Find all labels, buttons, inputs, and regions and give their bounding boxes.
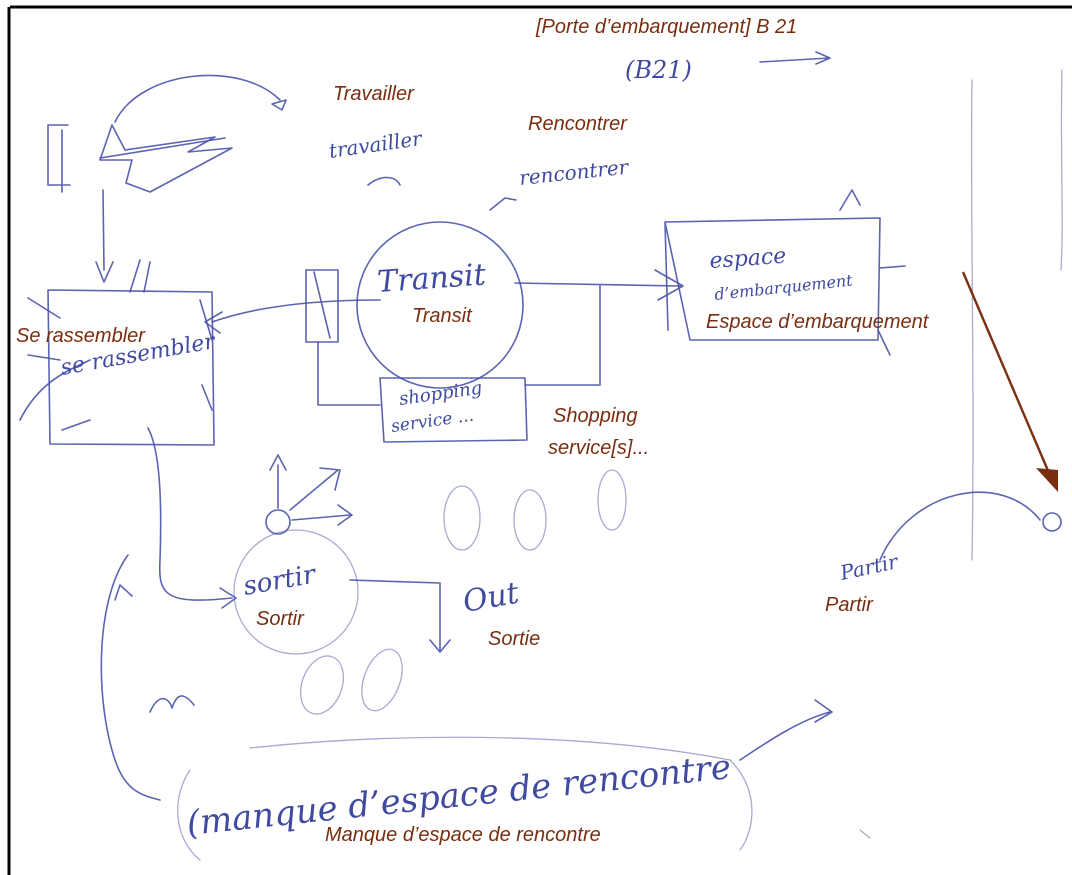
label-gather: Se rassembler [16,325,146,347]
hw-transit: Transit [376,257,488,300]
label-exit: Sortie [488,628,540,650]
hw-gate-code: (B21) [625,56,692,84]
label-exit-place: Sortir [256,608,305,630]
faint-oval-2 [513,489,547,551]
label-leave: Partir [825,594,874,616]
faint-right-line-1 [970,79,974,561]
door-rect [305,269,339,343]
squiggle-mark [149,695,195,713]
label-shopping-line2: service[s]... [548,437,649,459]
exit-node-icon [265,509,291,535]
transit-to-gather-arrow [204,299,381,334]
boarding-box [664,217,881,341]
exit-circle [233,529,359,655]
arc-arrow-top [114,74,281,123]
hw-boarding-line1: espace [709,244,787,274]
exit-to-out-arrow [349,579,451,653]
label-transit: Transit [412,305,473,327]
bottom-bracket [177,759,753,861]
label-lack: Manque d’espace de rencontre [325,824,601,846]
leave-arc-arrow [879,491,1041,561]
shopping-box [379,377,528,443]
hw-exit: Out [460,576,522,620]
brown-arrowhead [1036,468,1058,492]
hw-exit-place: sortir [241,559,319,601]
gather-box [47,289,215,446]
airplane-icon [47,124,233,193]
faint-right-line-2 [1060,69,1063,271]
hw-boarding-line2: d’embarquement [713,271,854,304]
boarding-to-leave-arrow [961,271,1054,481]
hw-leave: Partir [837,549,901,585]
faint-oval-3 [597,469,627,531]
hw-meet: rencontrer [518,155,631,190]
faint-oval-4 [299,655,345,715]
label-shopping-line1: Shopping [553,405,638,427]
hw-work: travailler [327,126,424,163]
label-gate: [Porte d’embarquement] B 21 [535,16,797,38]
plane-to-gather-arrow [95,189,114,283]
hw-shopping-line2: service ... [390,406,475,437]
label-boarding: Espace d’embarquement [706,311,930,333]
faint-oval-1 [443,485,481,551]
bottom-left-curve [100,554,161,801]
gather-to-exit-arrow [147,427,237,609]
transit-circle [356,221,524,389]
label-meet: Rencontrer [528,113,628,135]
label-work: Travailler [333,83,415,105]
faint-oval-5 [361,648,403,712]
transit-to-boarding-arrow [514,269,684,301]
